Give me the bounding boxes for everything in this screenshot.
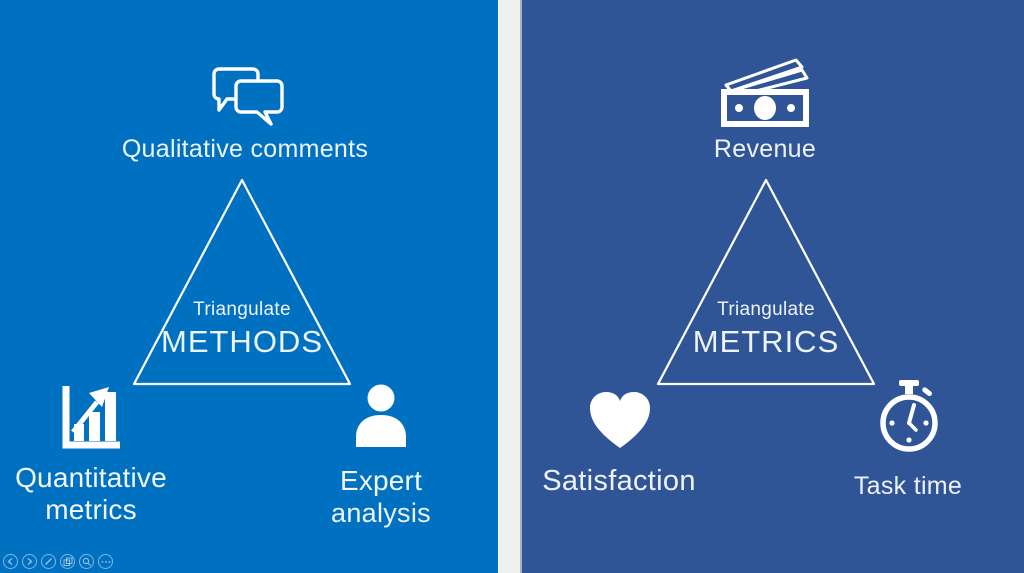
pen-tools-button[interactable] — [41, 554, 56, 569]
label-qualitative-comments: Qualitative comments — [121, 135, 369, 163]
label-revenue: Revenue — [713, 135, 817, 163]
person-icon — [352, 384, 410, 455]
stopwatch-icon — [878, 378, 940, 459]
triangle-title-metrics: METRICS — [692, 324, 840, 359]
slide-methods: Qualitative comments Triangulate METHODS… — [0, 0, 498, 573]
heart-icon — [587, 390, 653, 455]
label-task-time: Task time — [853, 472, 963, 500]
more-options-button[interactable] — [98, 554, 113, 569]
slideshow-toolbar — [3, 554, 113, 569]
triangle-title-methods: METHODS — [161, 324, 323, 359]
label-quantitative-metrics: Quantitative metrics — [15, 462, 167, 526]
triangle-subtitle: Triangulate — [717, 299, 815, 320]
bar-chart-icon — [56, 382, 124, 459]
triangle-subtitle: Triangulate — [193, 299, 291, 320]
slide-metrics: Revenue Triangulate METRICS Satisfaction — [520, 0, 1024, 573]
label-expert-analysis: Expert analysis — [331, 465, 431, 529]
next-slide-button[interactable] — [22, 554, 37, 569]
pen-icon — [45, 558, 52, 565]
triangle-metrics — [656, 178, 876, 386]
ellipsis-icon — [101, 560, 110, 563]
all-slides-icon — [63, 557, 72, 566]
money-icon — [718, 52, 812, 133]
previous-slide-button[interactable] — [3, 554, 18, 569]
speech-bubbles-icon — [207, 66, 285, 133]
chevron-left-icon — [7, 558, 13, 565]
chevron-right-icon — [27, 558, 33, 565]
see-all-slides-button[interactable] — [60, 554, 75, 569]
zoom-slide-button[interactable] — [79, 554, 94, 569]
magnifier-icon — [82, 557, 91, 566]
label-satisfaction: Satisfaction — [542, 465, 696, 497]
triangle-methods — [132, 178, 352, 386]
